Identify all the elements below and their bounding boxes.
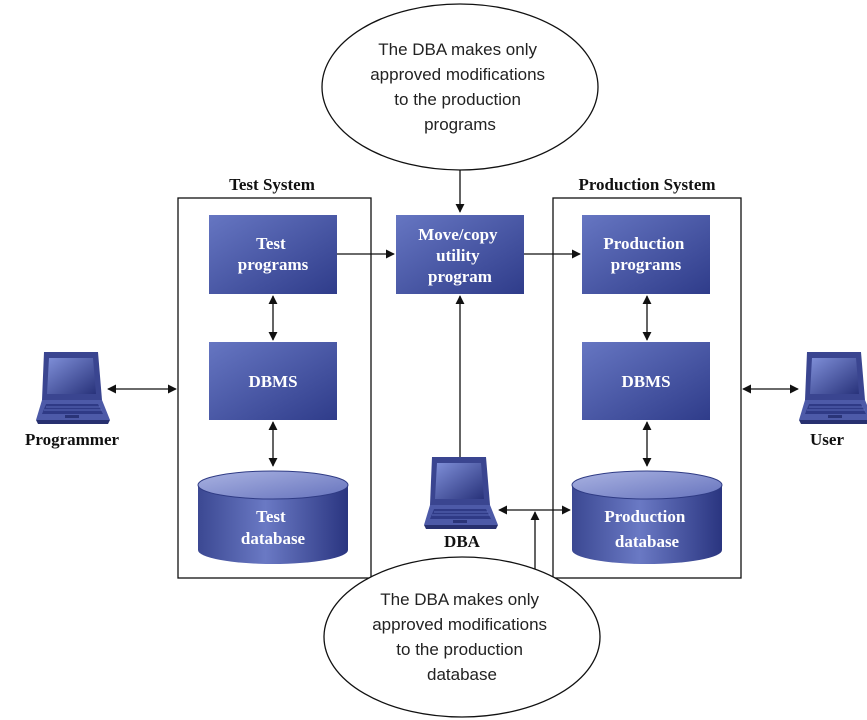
production-database-label: Production [604,507,685,526]
bottom-note-line: database [427,665,497,684]
top-note-line: approved modifications [370,65,545,84]
test-dbms-label: DBMS [248,372,297,391]
utility-program-box: Move/copy utility program [396,215,524,294]
top-note-line: The DBA makes only [378,40,537,59]
production-system-title: Production System [578,175,715,194]
top-note-line: programs [424,115,496,134]
test-system-frame [177,197,372,579]
production-database-cylinder: Production database [571,470,723,564]
programmer: Programmer [25,351,120,449]
svg-text:Test database: Test database [241,507,306,548]
top-note: The DBA makes only approved modification… [321,3,599,171]
test-programs-box: Test programs [209,215,337,294]
production-programs-box: Production programs [582,215,710,294]
test-system-title: Test System [229,175,315,194]
laptop-computer-icon [798,351,867,425]
svg-text:Move/copy utility: Move/copy utility program [418,225,502,286]
production-programs-label: programs [611,255,682,274]
utility-label: utility [436,246,480,265]
production-dbms-box: DBMS [582,342,710,420]
production-system-frame [552,197,742,579]
production-programs-label: Production [603,234,684,253]
test-database-cylinder: Test database [197,470,349,564]
utility-label: Move/copy [418,225,498,244]
svg-text:The DBA makes only appro: The DBA makes only approved modification… [370,40,550,134]
top-note-line: to the production [394,90,521,109]
production-dbms-label: DBMS [621,372,670,391]
user-label: User [810,430,844,449]
svg-text:Production database: Production database [604,507,689,551]
test-dbms-box: DBMS [209,342,337,420]
bottom-note-line: to the production [396,640,523,659]
laptop-computer-icon [423,456,499,530]
dba-label: DBA [444,532,481,551]
laptop-computer-icon [35,351,111,425]
test-programs-label: programs [238,255,309,274]
svg-text:The DBA makes only appro: The DBA makes only approved modification… [372,590,552,684]
production-system: Production System Production programs DB… [552,175,742,579]
production-database-label: database [615,532,680,551]
test-database-label: Test [256,507,286,526]
test-system: Test System Test programs DBMS Test data… [177,175,372,579]
test-database-label: database [241,529,306,548]
dba: DBA [423,456,499,551]
bottom-note-line: approved modifications [372,615,547,634]
svg-text:Test programs: Test programs [238,234,309,274]
bottom-note: The DBA makes only approved modification… [323,556,601,718]
utility-label: program [428,267,492,286]
programmer-label: Programmer [25,430,120,449]
svg-text:Production programs: Production programs [603,234,688,274]
user: User [798,351,867,449]
bottom-note-line: The DBA makes only [380,590,539,609]
test-programs-label: Test [256,234,286,253]
